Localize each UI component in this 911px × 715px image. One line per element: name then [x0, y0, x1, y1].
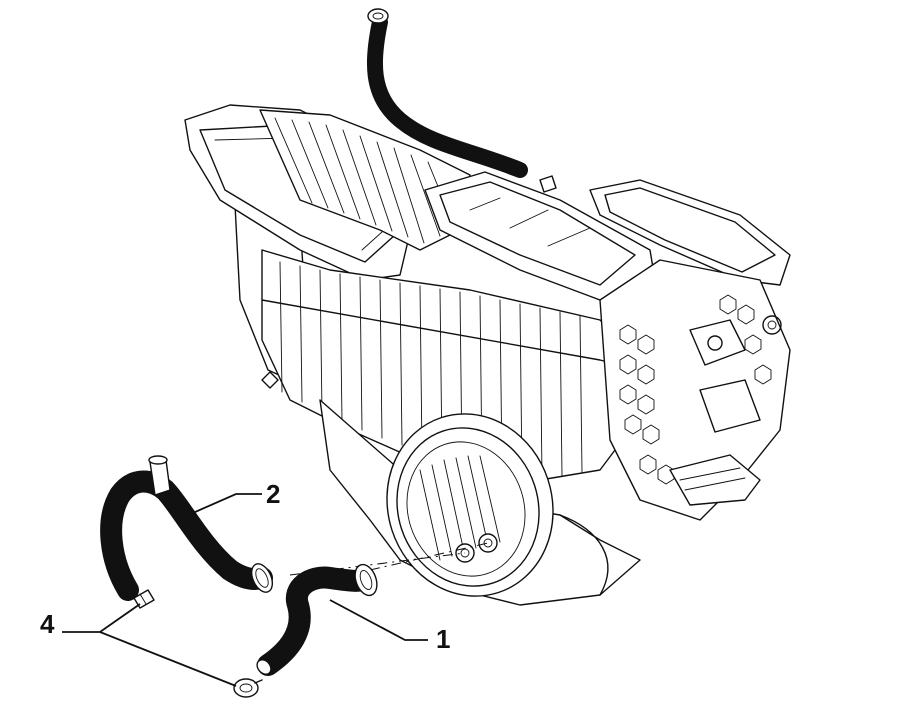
callout-label-2: 2 [266, 479, 280, 509]
callout-label-4: 4 [40, 609, 55, 639]
hose-2-clamp [250, 563, 274, 593]
top-connector [539, 175, 557, 193]
heater-housing [184, 104, 791, 606]
hose-1 [256, 563, 378, 676]
clamp-4-ring [233, 678, 263, 698]
actuator-motors [669, 315, 782, 506]
heater-core-opening [386, 413, 554, 597]
leader-2 [185, 493, 262, 517]
top-pipe [366, 8, 528, 178]
alignment-line-lower [369, 542, 489, 571]
honeycomb-pattern [619, 294, 772, 485]
callout-label-1: 1 [436, 624, 450, 654]
hose-2 [100, 455, 274, 601]
top-ribs [274, 117, 456, 244]
leader-1 [329, 599, 428, 641]
leader-4-lower [99, 631, 237, 687]
mounting-tab [261, 371, 279, 389]
leader-4-upper [62, 603, 141, 633]
pipe-end-cap [367, 8, 389, 24]
